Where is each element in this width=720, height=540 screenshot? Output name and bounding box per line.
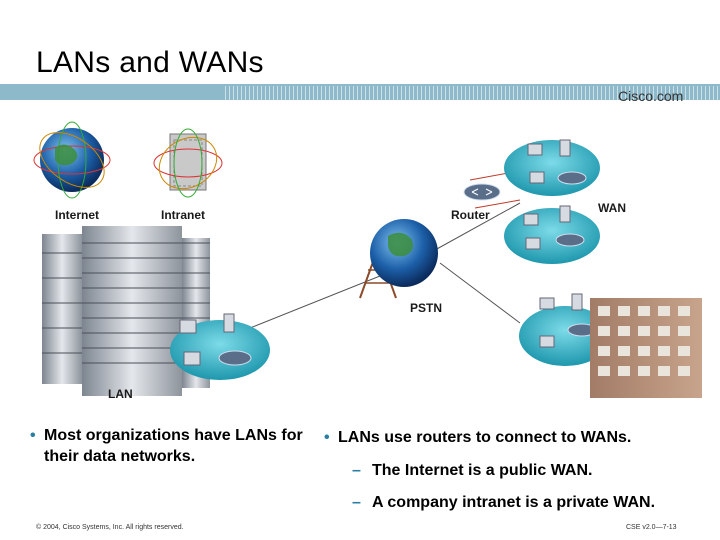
wan-network-disc-1 [504, 139, 600, 196]
wan-network-disc-3 [519, 293, 611, 366]
brick-building-icon [590, 298, 702, 398]
bullet-dot: • [30, 427, 36, 444]
sub-bullet-1-text: The Internet is a public WAN. [372, 462, 593, 479]
slide-title: LANs and WANs [36, 46, 264, 79]
sub-bullet-2: – A company intranet is a private WAN. [352, 494, 656, 512]
router-label: Router [451, 208, 490, 222]
connection-lines [249, 169, 526, 329]
footer-course-code: CSE v2.0—7-13 [626, 524, 677, 531]
wan-label: WAN [598, 201, 626, 215]
sub-bullet-2-text: A company intranet is a private WAN. [372, 494, 656, 511]
lan-label: LAN [108, 387, 133, 401]
pstn-label: PSTN [410, 301, 442, 315]
sub-bullet-dash: – [352, 462, 361, 479]
internet-label: Internet [55, 208, 99, 222]
sub-bullet-1: – The Internet is a public WAN. [352, 462, 593, 480]
router-icon [463, 183, 501, 201]
internet-globe-icon [33, 121, 111, 199]
intranet-label: Intranet [161, 208, 205, 222]
bullet-left-text: Most organizations have LANs for their d… [44, 427, 303, 465]
router-icon [218, 350, 252, 366]
network-diagram: Internet Intranet LAN [33, 121, 702, 401]
bullet-right: • LANs use routers to connect to WANs. [324, 427, 698, 448]
sub-bullet-dash: – [352, 494, 361, 511]
lan-network-disc [170, 313, 270, 380]
header-band-stripes [225, 86, 720, 100]
intranet-building-icon [153, 128, 223, 198]
bullet-right-text: LANs use routers to connect to WANs. [338, 429, 632, 446]
wan-network-disc-2 [504, 205, 600, 264]
pstn-globe-icon [359, 219, 438, 299]
bullet-left: • Most organizations have LANs for their… [30, 425, 314, 467]
brand-logo: Cisco.com [618, 88, 684, 104]
footer-copyright: © 2004, Cisco Systems, Inc. All rights r… [36, 524, 184, 531]
bullet-dot: • [324, 429, 330, 446]
